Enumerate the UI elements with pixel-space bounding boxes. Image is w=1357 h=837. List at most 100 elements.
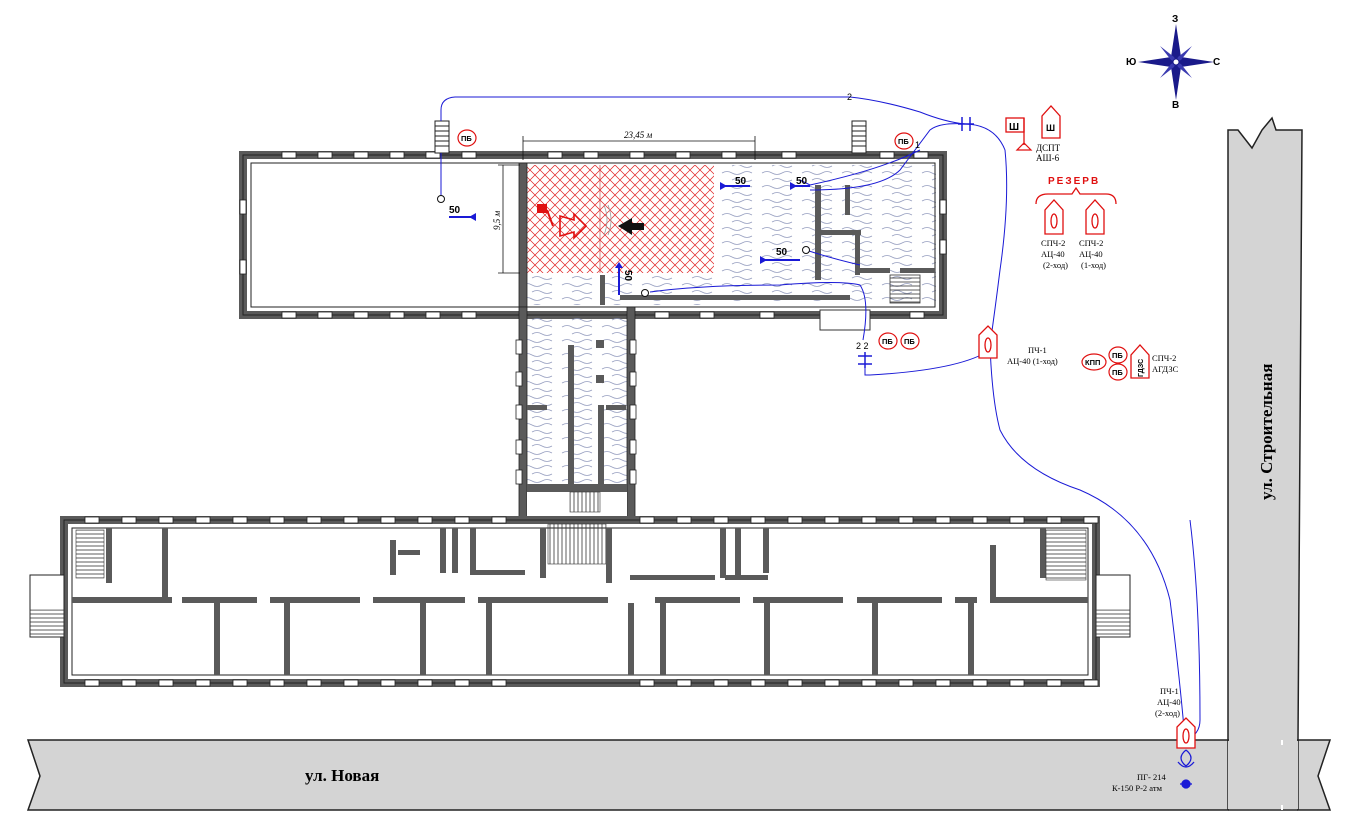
window [232, 516, 248, 524]
hose-size-label-right-3: 50 [776, 247, 788, 258]
window [232, 679, 248, 687]
window [84, 679, 100, 687]
window [750, 679, 766, 687]
window [676, 679, 692, 687]
window [158, 679, 174, 687]
window [121, 679, 137, 687]
hq-label-1: ДСПТ [1036, 143, 1061, 153]
line-number-bottom: 2 2 [856, 341, 869, 351]
window [787, 516, 803, 524]
compass-rose-icon [1138, 24, 1214, 100]
reserve-truck-1-icon [1044, 199, 1064, 235]
window [639, 516, 655, 524]
compass-east-label: С [1213, 57, 1220, 68]
dimension-width: 9,5 м [492, 164, 520, 274]
svg-text:ПБ: ПБ [882, 337, 893, 346]
window [713, 516, 729, 524]
road-stroitelnaya [1227, 116, 1303, 747]
pb-badge-entrance-1: ПБ [878, 332, 898, 350]
hydrant-icon [1177, 749, 1195, 789]
window [1009, 679, 1025, 687]
window [824, 516, 840, 524]
window [380, 516, 396, 524]
building-top-block [239, 151, 947, 331]
hq-vehicle-icon: Ш [1041, 105, 1061, 139]
window [898, 516, 914, 524]
svg-text:КПП: КПП [1085, 358, 1100, 367]
hose-lines [440, 96, 1201, 741]
svg-text:ПБ: ПБ [904, 337, 915, 346]
window [121, 516, 137, 524]
branch-points [437, 195, 810, 297]
reserve-unit-2-line1: СПЧ-2 [1079, 238, 1103, 248]
truck-pch1-a-line1: ПЧ-1 [1028, 345, 1047, 355]
svg-text:Ш: Ш [1046, 123, 1055, 133]
window [158, 516, 174, 524]
fire-escape-ladder-left-icon [434, 120, 450, 154]
road-novaya [26, 739, 1332, 811]
window [824, 679, 840, 687]
hose-size-label-left: 50 [449, 205, 461, 216]
window [1046, 679, 1062, 687]
kpp-badge: КПП [1081, 353, 1107, 371]
hose-size-label-right-2: 50 [796, 176, 808, 187]
fire-escape-ladder-right-icon [851, 120, 867, 154]
reserve-bracket [1035, 186, 1117, 205]
truck-pch1-b-line3: (2-ход) [1155, 708, 1180, 718]
window [713, 679, 729, 687]
window [343, 516, 359, 524]
gdzs-truck-icon: ГДЗС [1130, 344, 1150, 379]
hose-size-label-right-1: 50 [735, 176, 747, 187]
window [972, 679, 988, 687]
compass-north-label: З [1172, 14, 1178, 25]
window [306, 516, 322, 524]
hq-label-2: АШ-6 [1036, 153, 1060, 163]
truck-spch2-line1: СПЧ-2 [1152, 353, 1176, 363]
window [750, 516, 766, 524]
fire-spread-arrow-icon [559, 204, 612, 240]
window [1083, 516, 1099, 524]
window [195, 516, 211, 524]
window [1083, 679, 1099, 687]
truck-pch1-a-line2: АЦ-40 (1-ход) [1007, 356, 1058, 366]
window [935, 516, 951, 524]
window [454, 679, 470, 687]
fire-zone [527, 165, 714, 273]
window [972, 516, 988, 524]
reserve-unit-2-line3: (1-ход) [1081, 260, 1106, 270]
building-connector [515, 306, 637, 523]
reserve-title: РЕЗЕРВ [1048, 176, 1100, 187]
window [639, 679, 655, 687]
pb-badge-spch-1: ПБ [1108, 346, 1128, 364]
hose-size-label-center: 50 [622, 270, 633, 282]
pb-badge-spch-2: ПБ [1108, 363, 1128, 381]
hq-flag-icon: Ш [1005, 117, 1033, 151]
truck-pch1-b-line1: ПЧ-1 [1160, 686, 1179, 696]
window [269, 679, 285, 687]
pb-badge-entrance-2: ПБ [900, 332, 920, 350]
reserve-unit-2-line2: АЦ-40 [1079, 249, 1103, 259]
pb-badge-left: ПБ [457, 129, 477, 147]
fire-source-icon [537, 204, 554, 227]
splitter-bottom-icon [858, 352, 872, 368]
reserve-truck-2-icon [1085, 199, 1105, 235]
window [454, 516, 470, 524]
window [491, 516, 507, 524]
svg-text:ПБ: ПБ [461, 134, 472, 143]
truck-spch2-line2: АГДЗС [1152, 364, 1179, 374]
window [269, 516, 285, 524]
window [1009, 516, 1025, 524]
window [1046, 516, 1062, 524]
window [84, 516, 100, 524]
dimension-length: 23,45 м [522, 130, 756, 160]
hydrant-label-2: К-150 Р-2 атм [1112, 783, 1163, 793]
svg-text:ПБ: ПБ [1112, 351, 1123, 360]
svg-text:Ш: Ш [1009, 122, 1019, 133]
street-label-stroitelnaya: ул. Строительная [1257, 364, 1276, 500]
reserve-unit-1-line3: (2-ход) [1043, 260, 1068, 270]
splitter-top-icon [958, 117, 974, 131]
fire-truck-pch1-a-icon [978, 325, 998, 359]
window [417, 516, 433, 524]
window [861, 516, 877, 524]
attack-direction-arrow-icon [618, 218, 644, 235]
